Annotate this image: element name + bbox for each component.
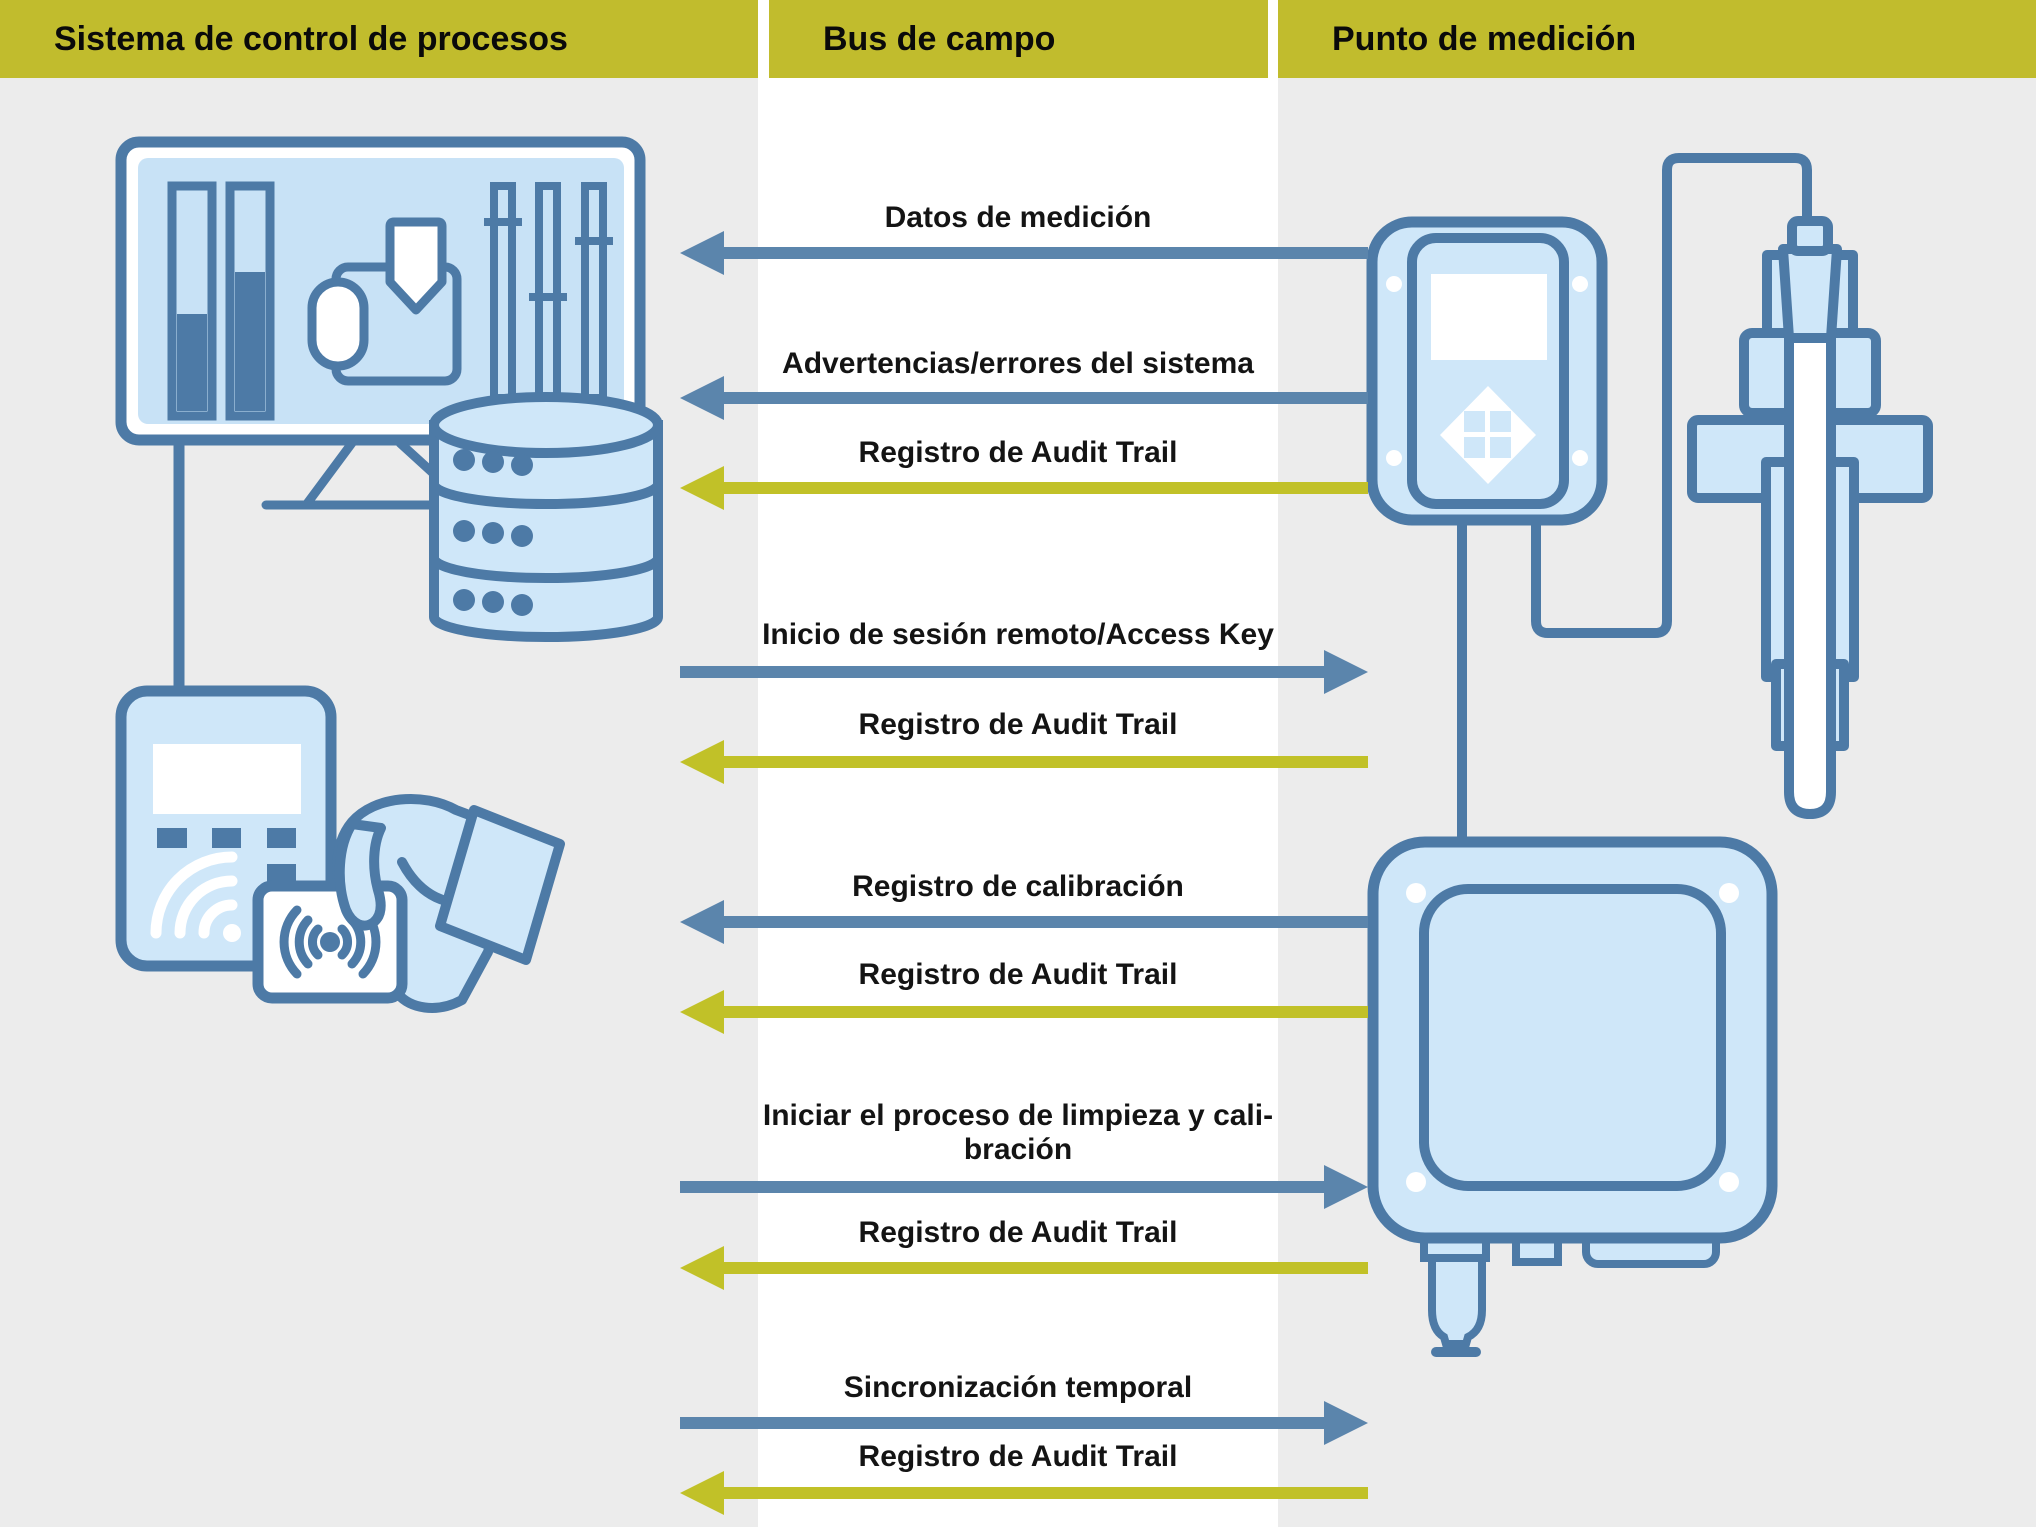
monitor-stand (173, 437, 445, 706)
arrow-audit-trail-1 (680, 466, 1368, 510)
transmitter-display (1431, 274, 1547, 360)
header-process-control-system: Sistema de control de procesos (0, 0, 758, 78)
arrow-datos-de-medicion (680, 231, 1368, 275)
message-label-sincronizacion: Sincronización temporal (843, 1371, 1193, 1404)
arrow-sincronizacion (680, 1401, 1368, 1445)
database-dots (453, 449, 533, 616)
transmitter-icon (1366, 216, 1608, 526)
process-control-monitor-icon (115, 136, 646, 446)
sleeve-cuff (435, 805, 565, 965)
message-label-registro-calibracion: Registro de calibración (852, 870, 1184, 903)
arrow-audit-trail-2 (680, 740, 1368, 784)
arrow-iniciar-limpieza (680, 1165, 1368, 1209)
cleaning-calibration-unit-icon (1367, 836, 1778, 1357)
header-label: Bus de campo (823, 19, 1056, 58)
message-label-line1: Iniciar el proceso de limpieza y cali- (762, 1099, 1274, 1132)
header-label: Sistema de control de procesos (54, 19, 568, 58)
message-label-audit-trail-4: Registro de Audit Trail (858, 1216, 1178, 1249)
arrow-advertencias-errores (680, 376, 1368, 420)
arrow-inicio-sesion-remoto (680, 650, 1368, 694)
database-icon (429, 392, 663, 642)
ph-sensor-probe-icon (1687, 216, 1933, 819)
message-label-audit-trail-3: Registro de Audit Trail (858, 958, 1178, 991)
message-label-datos-de-medicion: Datos de medición (884, 201, 1152, 234)
message-label-advertencias: Advertencias/errores del sistema (782, 347, 1254, 380)
header-measuring-point: Punto de medición (1278, 0, 2036, 78)
cables (1457, 153, 1812, 850)
message-label-iniciar-limpieza: Iniciar el proceso de limpieza y cali- b… (763, 1099, 1273, 1167)
arrow-audit-trail-3 (680, 990, 1368, 1034)
glass-electrode (1784, 333, 1836, 819)
finger-over-card (334, 819, 386, 931)
wifi-icon (150, 851, 241, 942)
message-label-inicio-sesion: Inicio de sesión remoto/Access Key (762, 618, 1274, 651)
arrow-audit-trail-5 (680, 1471, 1368, 1515)
nav-pad-icon (1440, 386, 1536, 484)
arrow-audit-trail-4 (680, 1246, 1368, 1290)
bottom-fittings (1420, 1222, 1720, 1357)
hand-with-rfid-card-icon (252, 794, 565, 1013)
bar-gauges (167, 181, 275, 421)
header-label: Punto de medición (1332, 19, 1637, 58)
flowchart-icon (307, 217, 462, 386)
handheld-buttons (157, 828, 296, 883)
message-label-line2: bración (963, 1133, 1073, 1166)
arrow-registro-calibracion (680, 900, 1368, 944)
header-fieldbus: Bus de campo (769, 0, 1268, 78)
screw-dots (1406, 883, 1739, 1192)
message-label-audit-trail-5: Registro de Audit Trail (858, 1440, 1178, 1473)
message-label-audit-trail-1: Registro de Audit Trail (858, 436, 1178, 469)
screw-dots (1386, 276, 1588, 466)
message-label-audit-trail-2: Registro de Audit Trail (858, 708, 1178, 741)
